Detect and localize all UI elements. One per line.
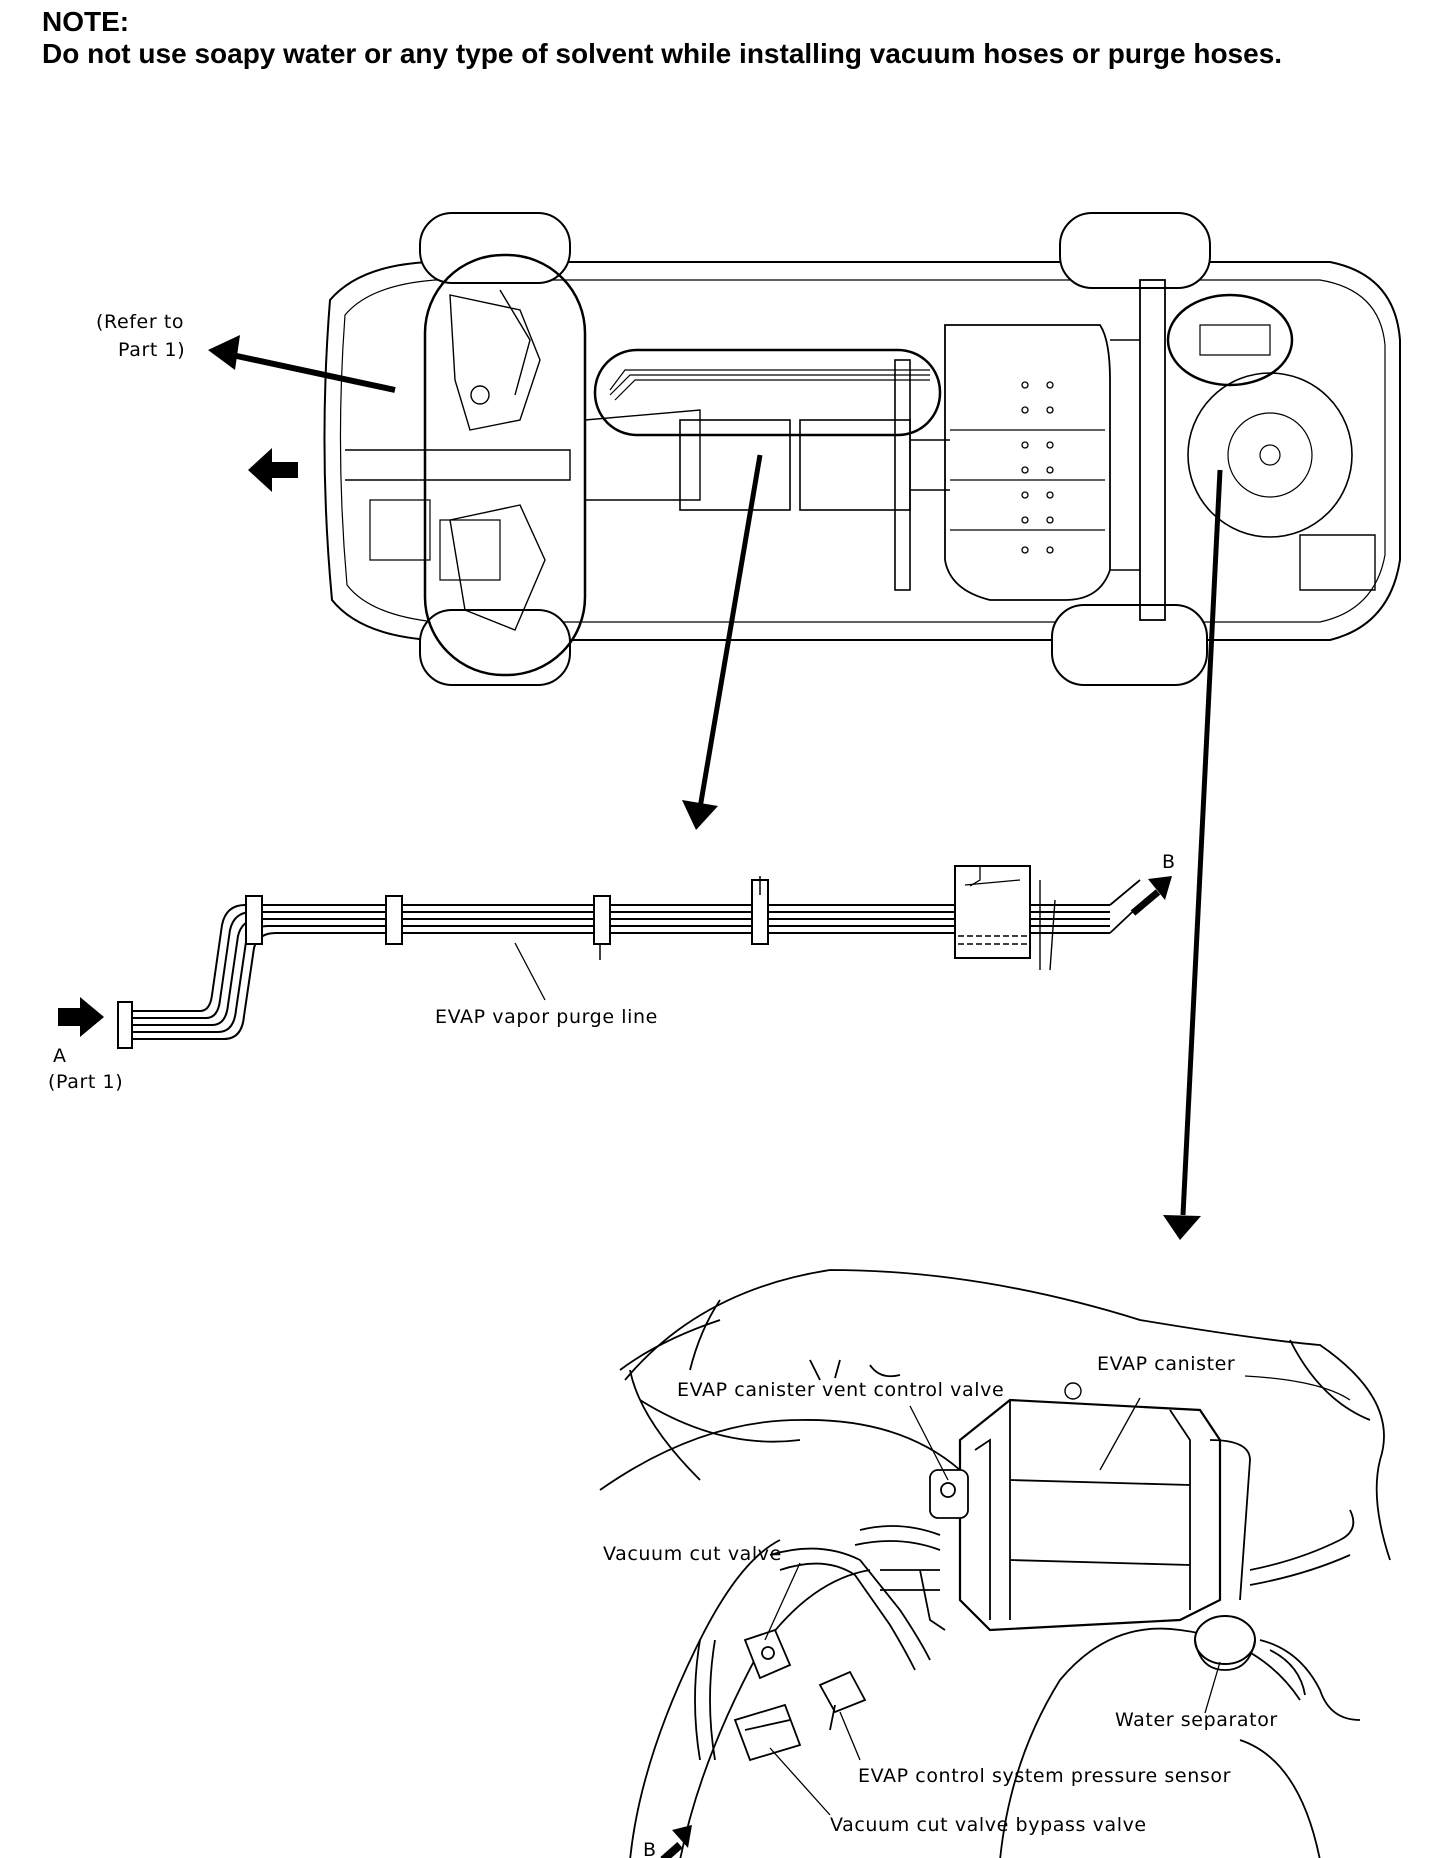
pressure-sensor [818,1670,867,1714]
fuel-tank [944,324,1111,601]
bypass-valve-label: Vacuum cut valve bypass valve [830,1814,1147,1836]
canister-highlight [1166,293,1294,387]
vent-control-valve [929,1469,969,1519]
front-wheel-top [419,212,571,284]
water-separator [1194,1615,1256,1665]
detail-leaders [764,1375,1351,1816]
connector-b-arrow-detail [660,1825,692,1858]
connector-b-label-top: B [1162,851,1176,873]
refer-label-line2: Part 1) [118,339,185,361]
vacuum-cut-valve [743,1628,792,1680]
evap-canister-body [958,1398,1222,1632]
connector-b-arrow-top [1130,876,1172,916]
purge-line-highlight [593,348,942,437]
water-separator-label: Water separator [1115,1709,1278,1731]
rear-wheel-bottom [1051,604,1208,686]
canister-leader-arrow [1163,469,1223,1240]
note-block: NOTE: Do not use soapy water or any type… [42,6,1282,70]
spare-tire [1187,372,1353,538]
front-suspension-highlight [423,253,587,677]
purge-line-label: EVAP vapor purge line [435,1006,658,1028]
evap-vapor-purge-line [117,865,1146,1049]
connector-b-label-detail: B [643,1839,657,1858]
note-text: Do not use soapy water or any type of so… [42,38,1283,69]
connector-a-arrow [58,997,104,1037]
bypass-valve [733,1703,802,1762]
vent-valve-label: EVAP canister vent control valve [677,1379,1004,1401]
refer-arrow [208,335,396,393]
connector-a-label: A [53,1045,67,1067]
vacuum-cut-label: Vacuum cut valve [603,1543,782,1565]
vehicle-underside-view [323,212,1401,686]
note-heading: NOTE: [42,6,130,37]
front-wheel-bottom [419,609,571,686]
vehicle-body-outline [323,261,1401,641]
front-direction-arrow [248,448,298,492]
rear-wheel-top [1059,212,1211,289]
refer-label-line1: (Refer to [96,311,184,333]
purge-line-leader-arrow [682,454,763,830]
detail-view-drawing [599,1269,1391,1858]
purge-line-leader [514,942,546,1001]
pressure-sensor-label: EVAP control system pressure sensor [858,1765,1231,1787]
connector-a-ref: (Part 1) [48,1071,123,1093]
canister-label: EVAP canister [1097,1353,1235,1375]
